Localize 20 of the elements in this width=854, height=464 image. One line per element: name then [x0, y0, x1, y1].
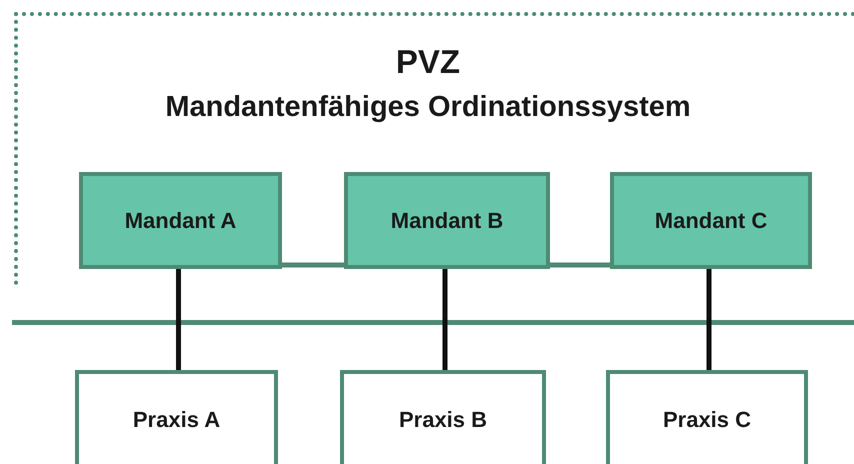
practice-box [75, 370, 278, 464]
client-box [610, 172, 812, 269]
connector-line [176, 269, 181, 370]
subtitle: Mandantenfähiges Ordinationssystem [164, 92, 692, 124]
box-label: Praxis B [398, 407, 488, 433]
connector-line [550, 262, 610, 268]
client-box [79, 172, 282, 269]
connector-line [706, 269, 712, 370]
box-label: Mandant B [390, 208, 504, 234]
dotted-region [14, 12, 854, 285]
box-label: Praxis C [662, 407, 752, 433]
box-label: Praxis A [132, 407, 220, 433]
practice-box [606, 370, 808, 464]
box-label: Mandant A [124, 208, 236, 234]
client-box [344, 172, 550, 269]
box-label: Mandant C [654, 208, 768, 234]
practice-box [340, 370, 546, 464]
title: PVZ [394, 44, 462, 80]
connector-line [282, 262, 344, 268]
connector-line [442, 269, 448, 370]
